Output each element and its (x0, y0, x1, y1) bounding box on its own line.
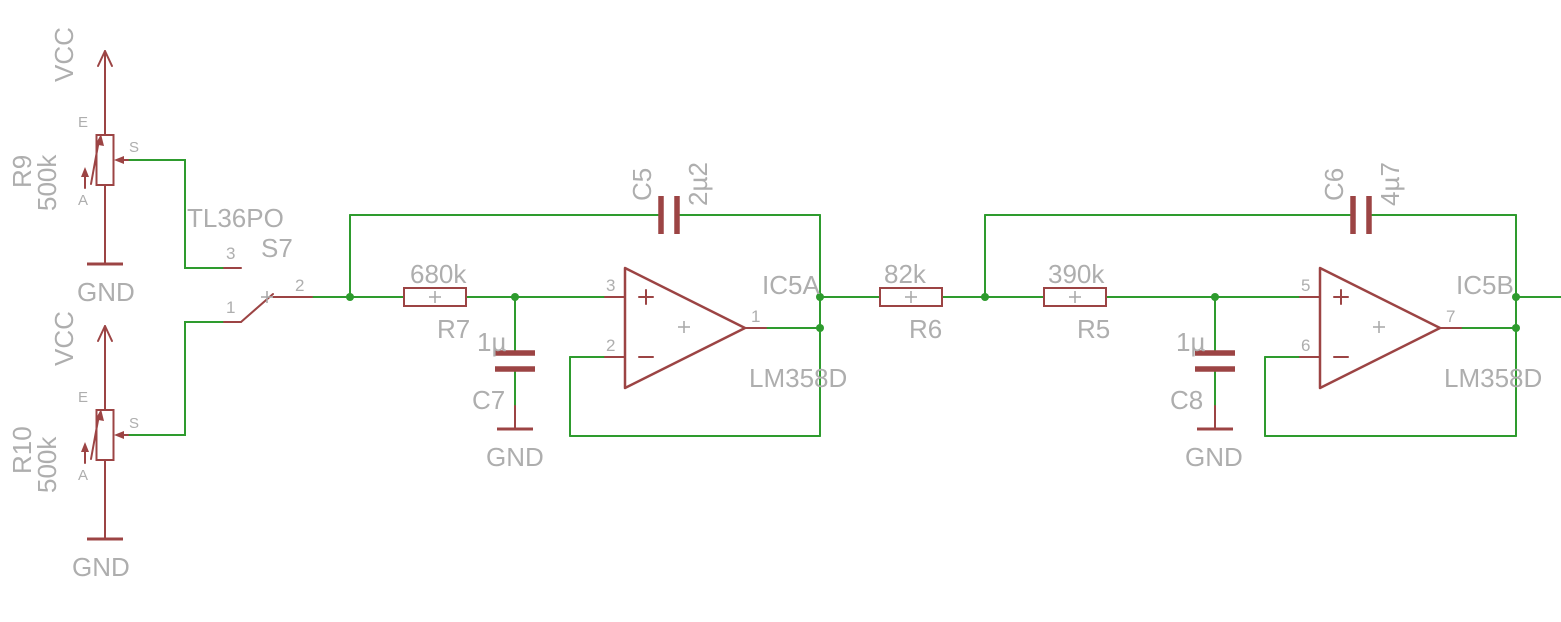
r10-wiper-arrowhead (114, 431, 124, 439)
r9-value-label: 500k (32, 154, 62, 211)
r7-value-label: 680k (410, 259, 467, 289)
wire-r9-wiper-to-sw3 (127, 159, 225, 269)
r7-body (403, 287, 467, 307)
gnd-label: GND (77, 277, 135, 307)
vcc-arrow-head (97, 50, 106, 67)
ic5b-part-label: LM358D (1444, 363, 1542, 393)
r10-direction-arrowhead (81, 442, 89, 452)
s7-value-label: TL36PO (187, 203, 284, 233)
vcc-label: VCC (49, 27, 79, 82)
r9-pin-a-label: A (78, 192, 88, 209)
ic5a-origin-cross (678, 321, 690, 333)
gnd-symbol-r10[interactable]: GND (72, 537, 130, 582)
gnd-symbol-c8[interactable]: GND (1185, 405, 1243, 472)
r10-adjust-arrow-shaft (90, 414, 100, 460)
wire-r10-wiper-to-sw1 (127, 321, 225, 436)
junction-dot (346, 293, 354, 301)
r9-adjust-arrowhead (95, 134, 104, 146)
c7-name-label: C7 (472, 385, 505, 415)
ic5b-origin-cross (1373, 321, 1385, 333)
ic5a-pin3-number: 3 (606, 276, 615, 295)
r6-value-label: 82k (884, 259, 927, 289)
vcc-arrow-head (104, 325, 113, 342)
capacitor-c8[interactable]: 1µ C8 (1170, 327, 1235, 415)
vcc-symbol-mid[interactable]: VCC (49, 311, 113, 368)
ic5a-pin2-number: 2 (606, 336, 615, 355)
s7-pin3-number: 3 (226, 244, 235, 263)
r9-pin-e-label: E (78, 114, 88, 131)
c6-name-label: C6 (1319, 168, 1349, 201)
capacitor-c7[interactable]: 1µ C7 (472, 327, 535, 415)
c6-value-label: 4µ7 (1375, 162, 1405, 206)
junction-dot (981, 293, 989, 301)
resistor-r5[interactable]: 390k R5 (1043, 259, 1110, 344)
c5-value-label: 2µ2 (683, 162, 713, 206)
ic5b-pin5-number: 5 (1301, 276, 1310, 295)
r5-value-label: 390k (1048, 259, 1105, 289)
c7-value-label: 1µ (477, 327, 506, 357)
r5-name-label: R5 (1077, 314, 1110, 344)
s7-pin2-number: 2 (295, 276, 304, 295)
s7-origin-cross (261, 291, 273, 303)
ic5b-triangle (1318, 266, 1442, 390)
ic5a-pin1-number: 1 (751, 307, 760, 326)
net-wires (127, 159, 1561, 437)
potentiometer-r10[interactable]: E S A R10 500k (7, 366, 139, 540)
r10-pin-e-label: E (78, 389, 88, 406)
r6-origin-cross (905, 291, 917, 303)
r9-adjust-arrow-shaft (90, 139, 100, 185)
potentiometer-r9[interactable]: E S A R9 500k (7, 91, 139, 265)
resistor-r7[interactable]: 680k R7 (403, 259, 470, 344)
resistor-r6[interactable]: 82k R6 (879, 259, 943, 344)
r9-wiper-arrowhead (114, 156, 124, 164)
opamp-ic5b[interactable]: 5 6 7 IC5B LM358D (1299, 266, 1542, 393)
c8-value-label: 1µ (1176, 327, 1205, 357)
c8-name-label: C8 (1170, 385, 1203, 415)
s7-name-label: S7 (261, 233, 293, 263)
r6-name-label: R6 (909, 314, 942, 344)
capacitor-c6[interactable]: C6 4µ7 (1319, 162, 1405, 234)
r10-pin-a-label: A (78, 467, 88, 484)
switch-s7[interactable]: 3 1 2 TL36PO S7 (187, 203, 313, 323)
junction-dot (1512, 293, 1520, 301)
ic5b-name-label: IC5B (1456, 270, 1514, 300)
r5-body (1043, 287, 1107, 307)
s7-blade (240, 293, 274, 323)
r9-direction-arrowhead (81, 167, 89, 177)
vcc-arrow-head (104, 50, 113, 67)
gnd-label: GND (72, 552, 130, 582)
junction-dot (1512, 324, 1520, 332)
r5-origin-cross (1069, 291, 1081, 303)
r10-value-label: 500k (32, 436, 62, 493)
junction-dot (816, 293, 824, 301)
r9-name-label: R9 (7, 155, 37, 188)
r6-body (879, 287, 943, 307)
junction-dot (1211, 293, 1219, 301)
capacitor-c5[interactable]: C5 2µ2 (627, 162, 713, 234)
vcc-symbol-top[interactable]: VCC (49, 27, 113, 93)
gnd-symbol-r9[interactable]: GND (77, 262, 135, 307)
gnd-symbol-c7[interactable]: GND (486, 405, 544, 472)
r10-pin-s-label: S (129, 415, 139, 432)
ic5b-pin7-number: 7 (1446, 307, 1455, 326)
junction-dot (816, 324, 824, 332)
ic5a-triangle (623, 266, 747, 390)
r10-name-label: R10 (7, 426, 37, 474)
ic5b-pin6-number: 6 (1301, 336, 1310, 355)
vcc-arrow-head (97, 325, 106, 342)
c5-name-label: C5 (627, 168, 657, 201)
opamp-ic5a[interactable]: 3 2 1 IC5A LM358D (604, 266, 847, 393)
gnd-label: GND (486, 442, 544, 472)
vcc-label: VCC (49, 311, 79, 366)
ic5a-part-label: LM358D (749, 363, 847, 393)
gnd-label: GND (1185, 442, 1243, 472)
r9-pin-s-label: S (129, 139, 139, 156)
r7-name-label: R7 (437, 314, 470, 344)
ic5a-name-label: IC5A (762, 270, 820, 300)
r10-adjust-arrowhead (95, 409, 104, 421)
junction-dot (511, 293, 519, 301)
s7-pin1-number: 1 (226, 298, 235, 317)
r7-origin-cross (429, 291, 441, 303)
